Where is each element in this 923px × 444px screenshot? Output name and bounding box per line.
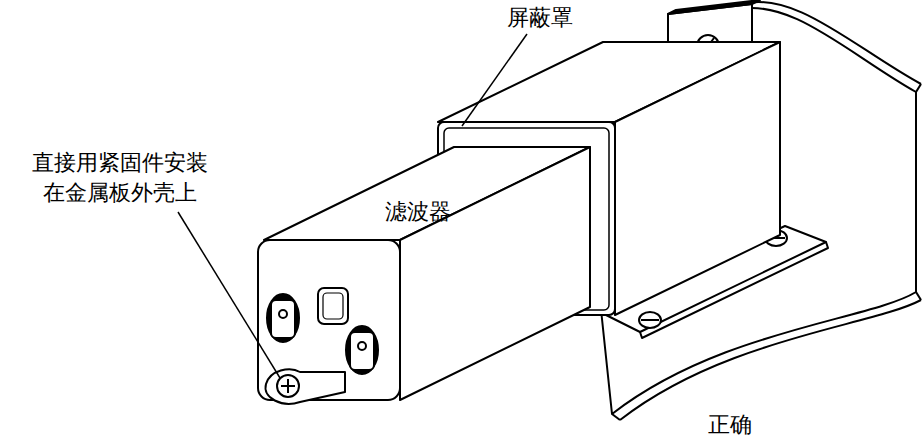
part-label: 直接用紧固件安装 在金属板外壳上: [24, 148, 216, 208]
caption: 正确: [680, 410, 780, 440]
panel-edge: [916, 84, 921, 92]
terminal-hole: [279, 310, 287, 318]
component-label-box: 滤波器: [381, 198, 455, 226]
terminal-tab: [318, 288, 348, 324]
terminal-tab: [271, 300, 295, 338]
terminal-tab: [323, 293, 343, 319]
leader-line: [178, 212, 280, 378]
terminal-tab: [350, 332, 374, 370]
shield-side: [615, 42, 780, 315]
terminal-insulator: [346, 326, 378, 374]
screw: [287, 379, 289, 393]
leader-line: [462, 34, 527, 126]
terminal-hole: [358, 342, 366, 350]
panel-edge: [916, 292, 921, 300]
shield-tab: [668, 0, 760, 14]
screw: [641, 319, 659, 321]
terminal-insulator: [267, 294, 299, 342]
screw: [639, 312, 661, 328]
screw: [277, 375, 299, 397]
component-name: 滤波器: [381, 198, 455, 226]
part-label: 屏蔽罩: [495, 3, 585, 33]
panel-edge: [612, 414, 620, 420]
filter-side: [400, 147, 590, 400]
